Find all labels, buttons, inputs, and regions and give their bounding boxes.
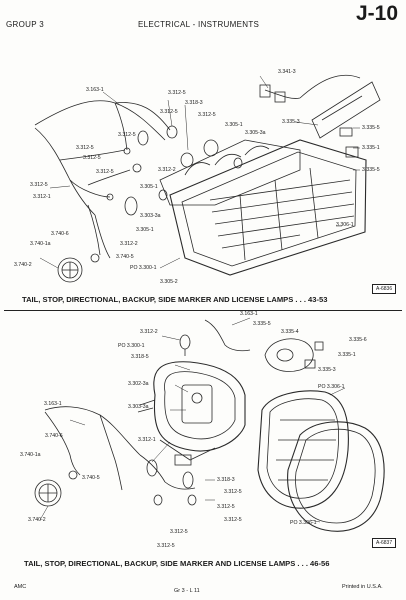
- part-label: 3.335-4: [281, 329, 299, 335]
- part-label: 3.312-1: [138, 437, 156, 443]
- part-label: 3.312-5: [224, 489, 242, 495]
- part-label: 3.305-1: [225, 122, 243, 128]
- part-label: 3.335-5: [362, 167, 380, 173]
- group-label: GROUP 3: [6, 20, 44, 29]
- figure-caption-bottom: TAIL, STOP, DIRECTIONAL, BACKUP, SIDE MA…: [24, 559, 330, 568]
- part-label: 3.305-1: [136, 227, 154, 233]
- part-label: 3.335-5: [253, 321, 271, 327]
- part-label: 3.740-5: [82, 475, 100, 481]
- part-label: 3.335-5: [362, 125, 380, 131]
- figure-code-top: A-6836: [372, 284, 397, 294]
- footer-printed: Printed in U.S.A.: [342, 584, 383, 590]
- side-marker-lamp-bottom: [179, 319, 324, 372]
- bulbs-top: [106, 125, 243, 216]
- part-label: 3.312-5: [224, 517, 242, 523]
- part-label: 3.312-5: [217, 504, 235, 510]
- part-label: 3.318-3: [185, 100, 203, 106]
- section-divider: [4, 310, 402, 311]
- part-label: 3.303-3a: [128, 404, 149, 410]
- part-label: PO 3.306-1: [318, 384, 345, 390]
- part-label: 3.335-3: [318, 367, 336, 373]
- part-label: 3.335-1: [362, 145, 380, 151]
- part-label: 3.318-3: [217, 477, 235, 483]
- tail-lamp-lens-bottom: [257, 390, 349, 509]
- part-label: 3.312-5: [198, 112, 216, 118]
- tail-lamp-lens-top: [169, 139, 367, 276]
- part-label: PO 3.306-1: [290, 520, 317, 526]
- part-label: 3.163-1: [86, 87, 104, 93]
- part-label: 3.163-1: [44, 401, 62, 407]
- part-label: 3.163-1: [240, 311, 258, 317]
- part-label: 3.740-1a: [30, 241, 51, 247]
- part-label: 3.312-5: [96, 169, 114, 175]
- page-code: J-10: [355, 2, 398, 25]
- part-label: 3.740-2: [14, 262, 32, 268]
- tail-lamp-housing-top: [159, 139, 301, 206]
- part-label: 3.312-1: [33, 194, 51, 200]
- part-label: 3.312-5: [170, 529, 188, 535]
- figure-code-bottom: A-6837: [372, 538, 397, 548]
- part-label: 3.312-5: [30, 182, 48, 188]
- part-label: 3.335-3: [282, 119, 300, 125]
- side-marker-lamp-top: [57, 253, 100, 283]
- section-title: ELECTRICAL - INSTRUMENTS: [138, 20, 260, 29]
- part-label: 3.335-1: [338, 352, 356, 358]
- part-label: 3.302-3a: [128, 381, 149, 387]
- part-label: 3.305-1: [140, 184, 158, 190]
- part-label: 3.312-2: [158, 167, 176, 173]
- part-label: 3.312-5: [83, 155, 101, 161]
- figure-caption-top: TAIL, STOP, DIRECTIONAL, BACKUP, SIDE MA…: [22, 295, 328, 304]
- part-label: 3.312-5: [76, 145, 94, 151]
- part-label: 3.305-2: [160, 279, 178, 285]
- part-label: 3.740-5: [116, 254, 134, 260]
- license-lamp-top: [259, 74, 381, 158]
- part-label: PO 3.300-1: [130, 265, 157, 271]
- part-label: 3.740-6: [51, 231, 69, 237]
- part-label: 3.312-5: [168, 90, 186, 96]
- part-label: PO 3.300-1: [118, 343, 145, 349]
- part-label: 3.312-2: [140, 329, 158, 335]
- part-label: 3.740-1a: [20, 452, 41, 458]
- part-label: 3.312-5: [157, 543, 175, 549]
- footer-page-ref: Gr 3 - L 11: [174, 588, 200, 594]
- footer-brand: AMC: [14, 584, 27, 590]
- part-label: 3.312-5: [160, 109, 178, 115]
- part-label: 3.306-1: [336, 222, 354, 228]
- lens-gasket-bottom: [287, 421, 385, 532]
- part-label: 3.740-6: [45, 433, 63, 439]
- part-label: 3.312-5: [118, 132, 136, 138]
- part-label: 3.305-3a: [245, 130, 266, 136]
- tail-lamp-housing-bottom: [137, 361, 246, 466]
- part-label: 3.335-6: [349, 337, 367, 343]
- part-label: 3.312-2: [120, 241, 138, 247]
- part-label: 3.303-3a: [140, 213, 161, 219]
- side-marker-round-bottom: [34, 470, 78, 507]
- part-label: 3.740-2: [28, 517, 46, 523]
- part-label: 3.318-5: [131, 354, 149, 360]
- part-label: 3.341-3: [278, 69, 296, 75]
- wiring-harness-bottom: [44, 406, 197, 506]
- wiring-harness-top: [34, 100, 171, 259]
